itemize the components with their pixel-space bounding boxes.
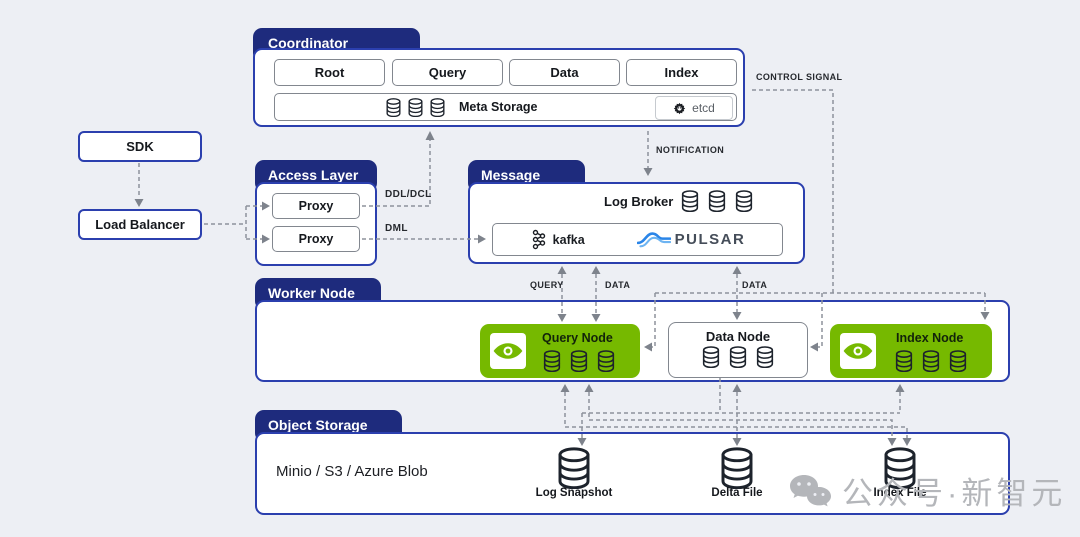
kafka-label: kafka bbox=[552, 232, 585, 247]
load-balancer-box: Load Balancer bbox=[78, 209, 202, 240]
worker-node-tab-label: Worker Node bbox=[268, 285, 355, 301]
database-icon bbox=[921, 350, 941, 372]
nvidia-badge bbox=[490, 333, 526, 369]
database-icon bbox=[734, 190, 754, 212]
etcd-badge: etcd bbox=[655, 96, 733, 120]
database-icon bbox=[596, 350, 616, 372]
database-icon bbox=[542, 350, 562, 372]
data-node-replicas bbox=[701, 346, 775, 368]
watermark-text: 公众号·新智元 bbox=[842, 476, 1067, 511]
object-storage-panel bbox=[255, 432, 1010, 515]
object-storage-tab-label: Object Storage bbox=[268, 417, 368, 433]
log-broker-engines-bar: kafka PULSAR bbox=[492, 223, 783, 256]
object-storage-backend-label: Minio / S3 / Azure Blob bbox=[276, 463, 428, 480]
data-node-box: Data Node bbox=[668, 322, 808, 378]
proxy-box-1: Proxy bbox=[272, 193, 360, 219]
sdk-label: SDK bbox=[126, 139, 154, 154]
data-node-label: Data Node bbox=[705, 329, 771, 344]
query-edge-label: QUERY bbox=[530, 280, 564, 290]
coordinator-tab-label: Coordinator bbox=[268, 35, 349, 51]
pulsar-icon bbox=[637, 230, 671, 249]
pulsar-label: PULSAR bbox=[674, 231, 746, 248]
wechat-icon bbox=[788, 473, 832, 509]
index-node-label: Index Node bbox=[896, 331, 964, 345]
kafka-logo: kafka bbox=[530, 229, 585, 250]
log-broker-row: Log Broker bbox=[604, 190, 754, 212]
data-node-edge-label: DATA bbox=[742, 280, 768, 290]
index-file-label: Index File bbox=[873, 487, 927, 499]
proxy-1-label: Proxy bbox=[298, 199, 334, 213]
log-snapshot-label: Log Snapshot bbox=[535, 487, 613, 499]
sdk-box: SDK bbox=[78, 131, 202, 162]
delta-file-label: Delta File bbox=[711, 487, 763, 499]
query-node-label: Query Node bbox=[542, 331, 613, 345]
query-node-box: Query Node bbox=[480, 324, 640, 378]
nvidia-eye-icon bbox=[492, 335, 524, 367]
database-icon bbox=[728, 346, 748, 368]
log-snapshot-icon bbox=[554, 447, 594, 489]
etcd-label: etcd bbox=[692, 101, 715, 115]
ddl-dcl-label: DDL/DCL bbox=[385, 189, 432, 200]
database-icon bbox=[755, 346, 775, 368]
dml-label: DML bbox=[385, 223, 408, 234]
control-signal-label: CONTROL SIGNAL bbox=[756, 72, 843, 82]
database-icon bbox=[894, 350, 914, 372]
index-node-replicas bbox=[894, 350, 968, 372]
kafka-icon bbox=[530, 229, 548, 250]
nvidia-eye-icon bbox=[842, 335, 874, 367]
pulsar-logo: PULSAR bbox=[637, 230, 746, 249]
database-icon bbox=[385, 98, 402, 117]
watermark: 公众号·新智元 bbox=[788, 468, 1066, 513]
query-node-replicas bbox=[542, 350, 616, 372]
proxy-2-label: Proxy bbox=[298, 232, 334, 246]
database-icon bbox=[407, 98, 424, 117]
database-icon bbox=[680, 190, 700, 212]
data-label: Data bbox=[550, 65, 579, 80]
root-label: Root bbox=[314, 65, 345, 80]
query-label: Query bbox=[428, 65, 467, 80]
database-icon bbox=[948, 350, 968, 372]
coordinator-root-node: Root bbox=[274, 59, 385, 86]
data-edge-label: DATA bbox=[605, 280, 631, 290]
nvidia-badge bbox=[840, 333, 876, 369]
database-icon bbox=[707, 190, 727, 212]
notification-label: NOTIFICATION bbox=[656, 145, 725, 155]
meta-storage-label: Meta Storage bbox=[459, 100, 538, 114]
index-label: Index bbox=[664, 65, 699, 80]
coordinator-data-node: Data bbox=[509, 59, 620, 86]
message-tab-label: Message bbox=[481, 167, 541, 183]
load-balancer-label: Load Balancer bbox=[95, 217, 185, 232]
etcd-icon bbox=[673, 102, 686, 115]
database-icon bbox=[429, 98, 446, 117]
proxy-box-2: Proxy bbox=[272, 226, 360, 252]
delta-file-icon bbox=[717, 447, 757, 489]
database-icon bbox=[569, 350, 589, 372]
coordinator-query-node: Query bbox=[392, 59, 503, 86]
index-node-box: Index Node bbox=[830, 324, 992, 378]
coordinator-index-node: Index bbox=[626, 59, 737, 86]
log-broker-label: Log Broker bbox=[604, 193, 674, 209]
database-icon bbox=[701, 346, 721, 368]
access-layer-tab-label: Access Layer bbox=[268, 167, 359, 183]
